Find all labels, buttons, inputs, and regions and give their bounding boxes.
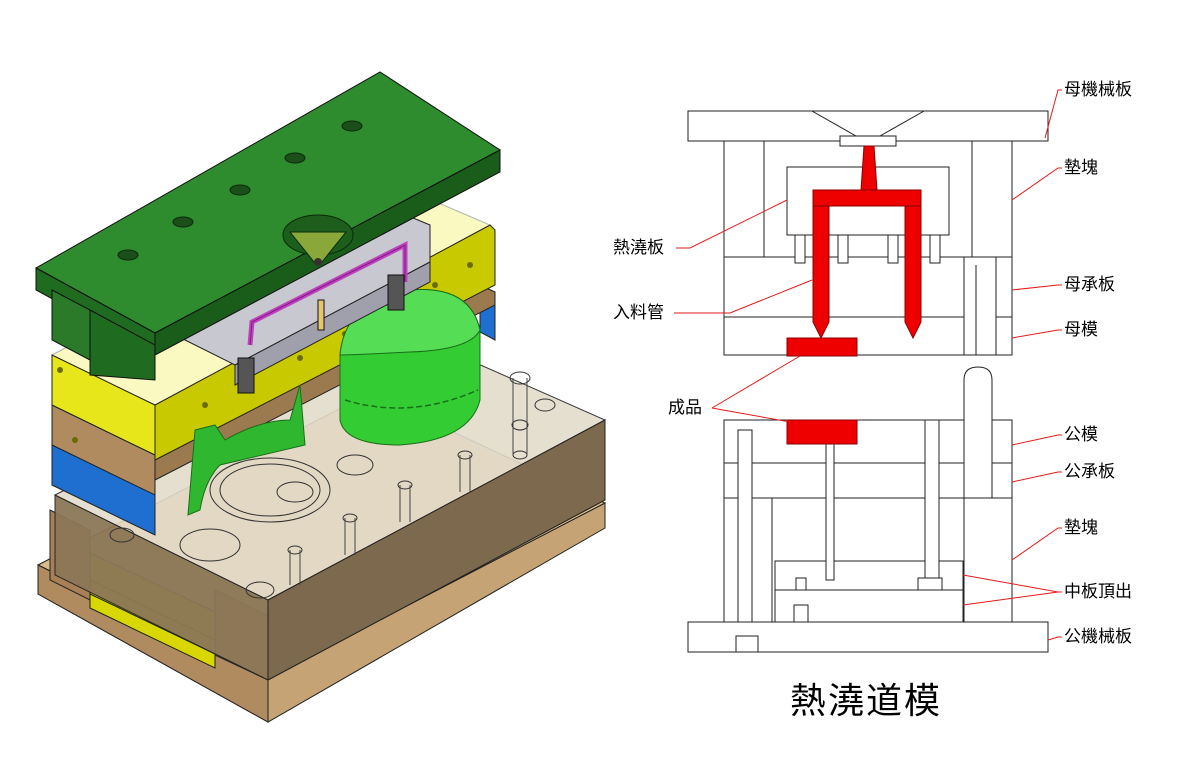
label-hot-runner-plate: 熱澆板 <box>613 238 664 258</box>
label-cavity-plate: 母模 <box>1064 320 1098 340</box>
label-core-support-plate: 公承板 <box>1064 462 1115 482</box>
product-bottom <box>786 419 858 445</box>
leader-lines <box>674 89 1062 641</box>
label-nozzle-tube: 入料管 <box>613 303 664 323</box>
label-ejector-plate: 中板頂出 <box>1064 582 1132 602</box>
label-moving-clamp-plate: 公機械板 <box>1064 627 1132 647</box>
spacer-block-top <box>723 140 765 258</box>
melt-channel <box>812 145 922 340</box>
label-spacer-block-top: 墊塊 <box>1064 158 1098 178</box>
label-cavity-support-plate: 母承板 <box>1064 275 1115 295</box>
label-product: 成品 <box>668 398 702 418</box>
label-core-plate: 公模 <box>1064 425 1098 445</box>
label-spacer-block-bottom: 墊塊 <box>1064 518 1098 538</box>
label-fixed-clamp-plate: 母機械板 <box>1064 80 1132 100</box>
product-top <box>786 337 858 357</box>
diagram-title: 熱澆道模 <box>790 681 943 722</box>
